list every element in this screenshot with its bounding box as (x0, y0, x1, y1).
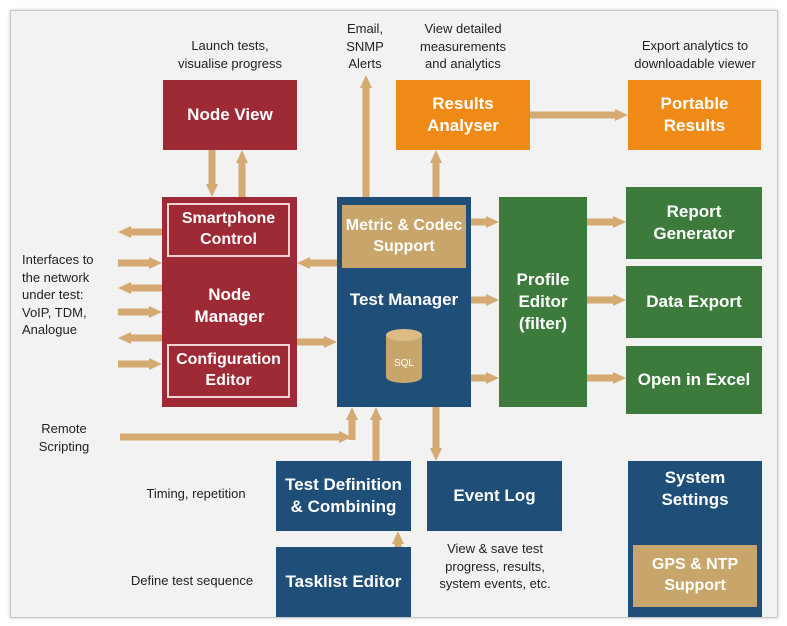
report-generator-box[interactable]: Report Generator (626, 187, 762, 259)
open-in-excel-box[interactable]: Open in Excel (626, 346, 762, 414)
arrow-interface-2 (118, 257, 162, 269)
data-export-box[interactable]: Data Export (626, 266, 762, 338)
portable-results-box[interactable]: Portable Results (628, 80, 761, 150)
configuration-editor-box[interactable]: Configuration Editor (167, 344, 290, 398)
view-detailed-label: View detailed measurements and analytics (420, 21, 506, 72)
arrow-tm-profile-3 (471, 372, 499, 384)
arrow-tm-profile-1 (471, 216, 499, 228)
arrow-to-excel (587, 372, 626, 384)
arrow-tasklist-up (392, 531, 404, 547)
arrow-alerts-up (360, 75, 372, 197)
arrow-interface-5 (118, 332, 162, 344)
arrow-to-analyser (430, 150, 442, 197)
node-manager-label: Node Manager (194, 284, 265, 326)
arrow-interface-1 (118, 226, 162, 238)
arrow-to-report (587, 216, 626, 228)
arrow-to-portable (530, 109, 628, 121)
sql-database-icon: SQL (386, 329, 422, 383)
define-sequence-label: Define test sequence (130, 573, 254, 588)
arrow-testdef-up (370, 407, 382, 461)
test-definition-box[interactable]: Test Definition & Combining (276, 461, 411, 531)
event-log-box[interactable]: Event Log (427, 461, 562, 531)
arrow-remote-scripting (120, 431, 352, 443)
remote-scripting-label: Remote Scripting (38, 421, 90, 454)
tasklist-editor-box[interactable]: Tasklist Editor (276, 547, 411, 617)
node-view-box[interactable]: Node View (163, 80, 297, 150)
launch-tests-label: Launch tests, visualise progress (177, 38, 283, 71)
export-analytics-label: Export analytics to downloadable viewer (634, 38, 756, 71)
interfaces-label: Interfaces to the network under test: Vo… (22, 252, 94, 338)
arrow-interface-3 (118, 282, 162, 294)
arrow-to-eventlog (430, 407, 442, 461)
test-manager-label: Test Manager (349, 290, 459, 309)
email-snmp-label: Email, SNMP Alerts (346, 21, 384, 72)
arrow-tm-profile-2 (471, 294, 499, 306)
system-settings-label: System Settings (661, 468, 729, 510)
sql-label: SQL (394, 358, 414, 369)
gps-ntp-box[interactable]: GPS & NTP Support (633, 545, 757, 607)
results-analyser-box[interactable]: Results Analyser (396, 80, 530, 150)
profile-editor-box[interactable]: Profile Editor (filter) (499, 197, 587, 407)
arrow-tm-to-nm (297, 257, 337, 269)
arrow-interface-4 (118, 306, 162, 318)
arrow-smartphone-up (236, 150, 248, 197)
arrow-interface-6 (118, 358, 162, 370)
smartphone-control-box[interactable]: Smartphone Control (167, 203, 290, 257)
arrow-to-export (587, 294, 626, 306)
arrow-nodeview-down (206, 150, 218, 197)
timing-repetition-label: Timing, repetition (146, 486, 246, 501)
arrow-nm-to-tm (297, 336, 337, 348)
metric-codec-box[interactable]: Metric & Codec Support (342, 205, 466, 268)
view-save-label: View & save test progress, results, syst… (439, 541, 551, 592)
arrow-scripting-up (346, 407, 358, 440)
